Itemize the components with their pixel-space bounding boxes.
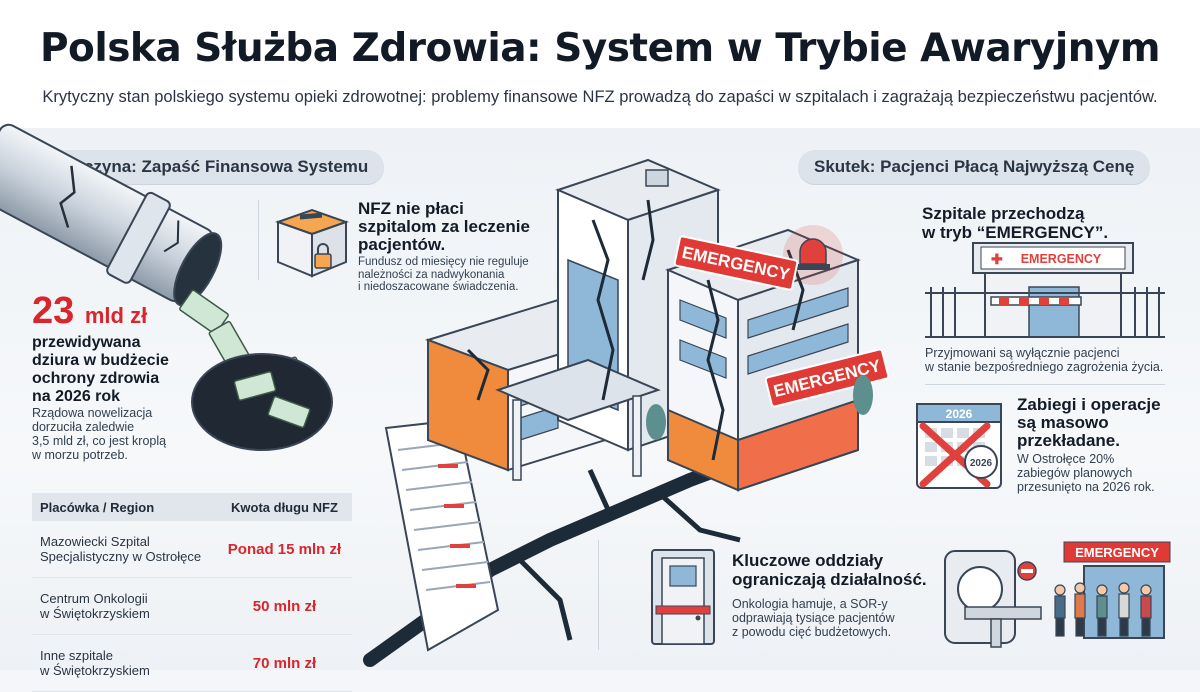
divider	[925, 384, 1165, 385]
calendar-tag-text: 2026	[970, 458, 993, 469]
calendar-icon: 2026 2026	[916, 403, 1002, 489]
table-header-amount: Kwota długu NFZ	[216, 493, 352, 521]
table-cell-amount: 50 mln zł	[216, 577, 352, 635]
debt-table: Placówka / Region Kwota długu NFZ Mazowi…	[32, 493, 352, 692]
mri-scanner-icon	[944, 550, 1042, 648]
gate-sign-text: EMERGENCY	[1021, 252, 1102, 266]
emergency-mode-description: Przyjmowani są wyłącznie pacjenci w stan…	[925, 346, 1164, 374]
queue-sign-text: EMERGENCY	[1075, 545, 1159, 560]
table-cell-amount: Ponad 15 mln zł	[216, 521, 352, 578]
emergency-mode-title: Szpitale przechodzą w tryb “EMERGENCY”.	[922, 204, 1109, 242]
hospital-building-illustration: EMERGENCY EMERGENCY	[424, 158, 890, 492]
locked-box-icon	[274, 208, 350, 278]
alarm-light-icon	[783, 225, 843, 285]
closed-door-icon	[651, 549, 715, 645]
header	[0, 0, 1200, 128]
tree-icon	[853, 375, 873, 415]
page-title: Polska Służba Zdrowia: System w Trybie A…	[39, 26, 1161, 71]
table-cell-amount: 70 mln zł	[216, 634, 352, 692]
svg-text:✚: ✚	[991, 251, 1003, 267]
surgery-title: Zabiegi i operacje są masowo przekładane…	[1017, 395, 1161, 450]
effect-section-pill: Skutek: Pacjenci Płacą Najwyższą Cenę	[798, 150, 1151, 184]
deficit-number: 23	[32, 290, 75, 332]
surgery-description: W Ostrołęce 20% zabiegów planowych przes…	[1017, 452, 1155, 494]
divider	[598, 540, 599, 650]
deficit-note: Rządowa nowelizacja dorzuciła zaledwie 3…	[32, 406, 167, 462]
barrier-icon	[990, 296, 1082, 306]
patient-queue-icon: EMERGENCY	[1054, 541, 1171, 639]
deficit-description: przewidywana dziura w budżecie ochrony z…	[32, 334, 169, 405]
broken-pipe-icon	[0, 123, 333, 451]
table-header-row: Placówka / Region Kwota długu NFZ	[32, 493, 352, 521]
tree-icon	[646, 404, 666, 440]
calendar-year-text: 2026	[946, 407, 973, 421]
deficit-unit: mld zł	[84, 303, 148, 328]
wards-description: Onkologia hamuje, a SOR-y odprawiają tys…	[732, 597, 895, 639]
hole-icon	[191, 353, 333, 451]
nfz-description: Fundusz od miesięcy nie reguluje należno…	[358, 256, 529, 293]
nfz-title: NFZ nie płaci szpitalom za leczenie pacj…	[358, 199, 530, 254]
divider	[258, 200, 259, 280]
table-header-place: Placówka / Region	[32, 493, 217, 521]
wards-title: Kluczowe oddziały ograniczają działalnoś…	[732, 551, 927, 589]
hospital-gate-icon: ✚ EMERGENCY	[925, 242, 1165, 338]
deficit-value: 23 mld zł	[32, 291, 147, 336]
page-subtitle: Krytyczny stan polskiego systemu opieki …	[42, 88, 1158, 106]
